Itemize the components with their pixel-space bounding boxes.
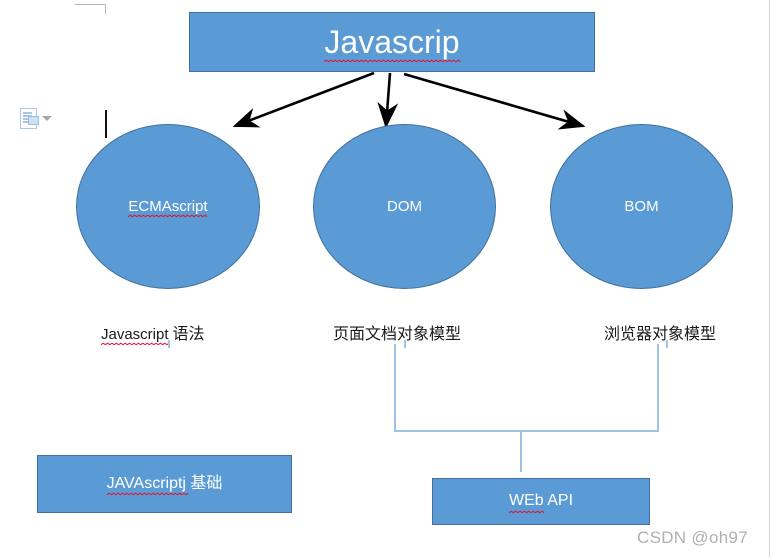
caption-ecmascript: Javascript 语法	[100, 320, 205, 346]
caption-dom: 页面文档对象模型	[333, 320, 461, 344]
paste-options-tag[interactable]	[20, 108, 52, 129]
circle-bom-label: BOM	[624, 197, 659, 215]
csdn-watermark: CSDN @oh97	[637, 528, 748, 547]
box-javascript-basics-latin: JAVAscriptj	[106, 475, 189, 496]
caption-caret-right	[666, 340, 668, 348]
box-web-api-latin: WEb	[508, 492, 545, 513]
circle-bom[interactable]: BOM	[550, 124, 733, 289]
box-web-api-label: WEb API	[508, 492, 574, 513]
chevron-down-icon[interactable]	[42, 116, 52, 121]
caption-caret-left	[168, 340, 170, 348]
circle-ecmascript-label: ECMAscript	[128, 198, 208, 218]
circle-dom[interactable]: DOM	[313, 124, 496, 289]
caption-bom: 浏览器对象模型	[604, 320, 716, 344]
spellcheck-underline	[128, 214, 208, 218]
spellcheck-underline	[508, 510, 545, 513]
caption-dom-cjk: 页面文档对象模型	[333, 326, 462, 343]
box-javascript-basics[interactable]: JAVAscriptj 基础	[37, 455, 292, 513]
caption-bom-cjk: 浏览器对象模型	[604, 326, 717, 343]
spellcheck-underline	[100, 342, 170, 346]
caption-caret-center	[404, 340, 406, 348]
text-cursor	[105, 110, 107, 138]
caption-ecmascript-cjk: 语法	[168, 326, 205, 343]
caption-ecmascript-latin: Javascript	[100, 326, 170, 346]
page-margin-mark	[75, 4, 106, 14]
circle-ecmascript[interactable]: ECMAscript	[76, 124, 260, 289]
box-javascript-basics-label: JAVAscriptj 基础	[106, 474, 223, 496]
circle-dom-label: DOM	[387, 197, 422, 215]
spellcheck-underline	[106, 492, 189, 496]
spellcheck-underline	[324, 59, 462, 63]
box-web-api[interactable]: WEb API	[432, 478, 650, 525]
paste-options-document-icon[interactable]	[20, 108, 39, 129]
box-web-api-cjk: API	[543, 492, 574, 510]
title-box-label: Javascrip	[324, 24, 462, 63]
box-javascript-basics-cjk: 基础	[185, 474, 223, 492]
title-box[interactable]: Javascrip	[189, 12, 595, 72]
